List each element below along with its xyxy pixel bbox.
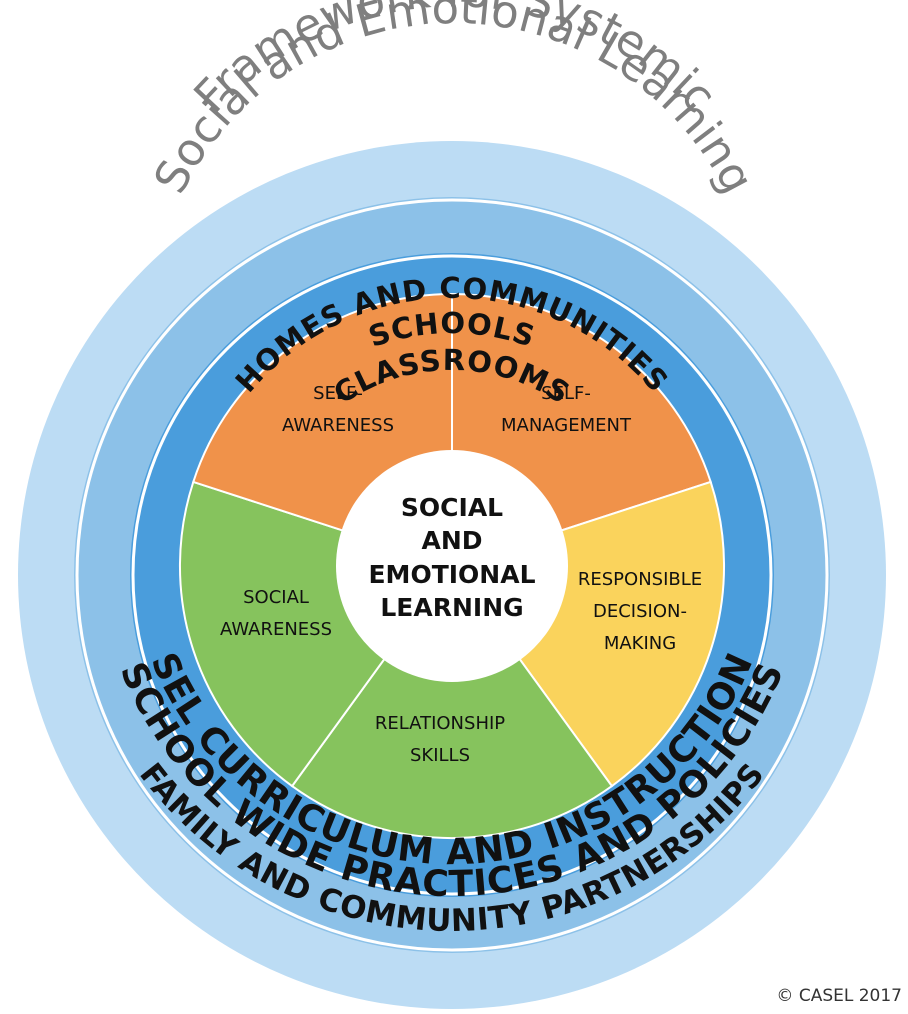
center-label-line-3: EMOTIONAL — [368, 560, 535, 589]
segment-responsible-decision-making-label: RESPONSIBLE DECISION- MAKING — [578, 569, 702, 654]
self-management-line-1: SELF- — [541, 383, 591, 404]
center-label: SOCIAL AND EMOTIONAL LEARNING — [368, 493, 535, 622]
self-awareness-line-2: AWARENESS — [282, 415, 394, 436]
social-awareness-line-1: SOCIAL — [243, 587, 309, 608]
segment-self-management-label: SELF- MANAGEMENT — [501, 383, 632, 436]
center-label-line-1: SOCIAL — [401, 493, 503, 522]
responsible-decision-making-line-1: RESPONSIBLE — [578, 569, 702, 590]
relationship-skills-line-1: RELATIONSHIP — [375, 713, 505, 734]
segment-self-awareness-label: SELF- AWARENESS — [282, 383, 394, 436]
center-label-line-4: LEARNING — [380, 593, 523, 622]
social-awareness-line-2: AWARENESS — [220, 619, 332, 640]
segment-relationship-skills-label: RELATIONSHIP SKILLS — [375, 713, 505, 766]
self-awareness-line-1: SELF- — [313, 383, 363, 404]
responsible-decision-making-line-2: DECISION- — [593, 601, 687, 622]
self-management-line-2: MANAGEMENT — [501, 415, 632, 436]
center-circle — [336, 450, 568, 682]
segment-social-awareness-label: SOCIAL AWARENESS — [220, 587, 332, 640]
copyright-notice: © CASEL 2017 — [776, 986, 902, 1006]
relationship-skills-line-2: SKILLS — [410, 745, 470, 766]
responsible-decision-making-line-3: MAKING — [604, 633, 676, 654]
inner-ring-edge — [75, 198, 829, 952]
inner-ring-edge-2 — [131, 254, 773, 896]
segment-relationship-skills-wedge — [290, 564, 614, 839]
center-label-line-2: AND — [421, 526, 482, 555]
